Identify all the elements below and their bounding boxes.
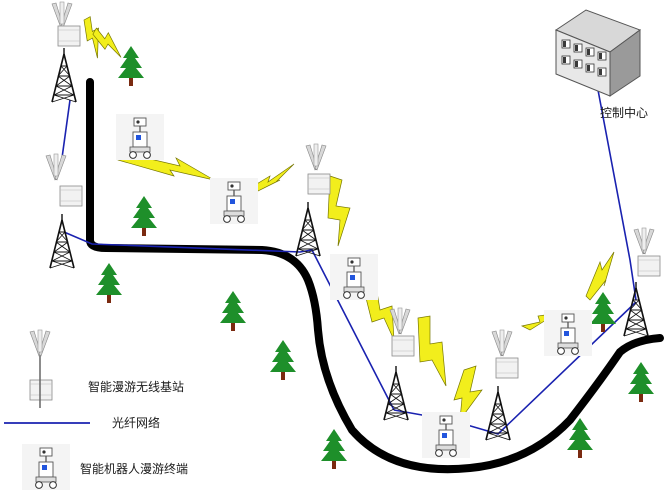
tree-icon bbox=[131, 196, 157, 236]
tree-icon bbox=[118, 46, 144, 86]
tree-icon bbox=[220, 291, 246, 331]
tree-icon bbox=[270, 340, 296, 380]
base-station-icon bbox=[29, 329, 53, 408]
lightning-icon bbox=[585, 251, 615, 301]
lightning-icon bbox=[453, 365, 483, 422]
robot-terminal-icon bbox=[21, 443, 71, 491]
robot-terminal-icon bbox=[329, 253, 379, 301]
base-station-icon bbox=[295, 143, 331, 257]
legend-label-base-station: 智能漫游无线基站 bbox=[88, 380, 185, 394]
robot-terminal-icon bbox=[209, 177, 259, 225]
track-path bbox=[86, 78, 664, 474]
tree-icon bbox=[590, 292, 616, 332]
robot-terminal-icon bbox=[543, 309, 593, 357]
control-center-label: 控制中心 bbox=[600, 106, 649, 120]
base-station-icon bbox=[45, 153, 83, 269]
robot-terminal-icon bbox=[421, 411, 471, 459]
lightning-icon bbox=[327, 175, 351, 247]
tree-icon bbox=[321, 429, 347, 469]
base-station-icon bbox=[485, 329, 519, 441]
wireless-links bbox=[77, 15, 615, 422]
legend-icons bbox=[4, 329, 90, 491]
control-center-building-icon bbox=[554, 9, 642, 97]
tree-icon bbox=[96, 263, 122, 303]
legend-label-fiber: 光纤网络 bbox=[112, 416, 161, 430]
robot-terminal-icon bbox=[115, 113, 165, 161]
base-station-icon bbox=[51, 1, 81, 103]
legend-label-robot: 智能机器人漫游终端 bbox=[80, 462, 189, 476]
base-station-icon bbox=[623, 227, 661, 337]
tree-icon bbox=[628, 362, 654, 402]
lightning-icon bbox=[417, 315, 447, 387]
